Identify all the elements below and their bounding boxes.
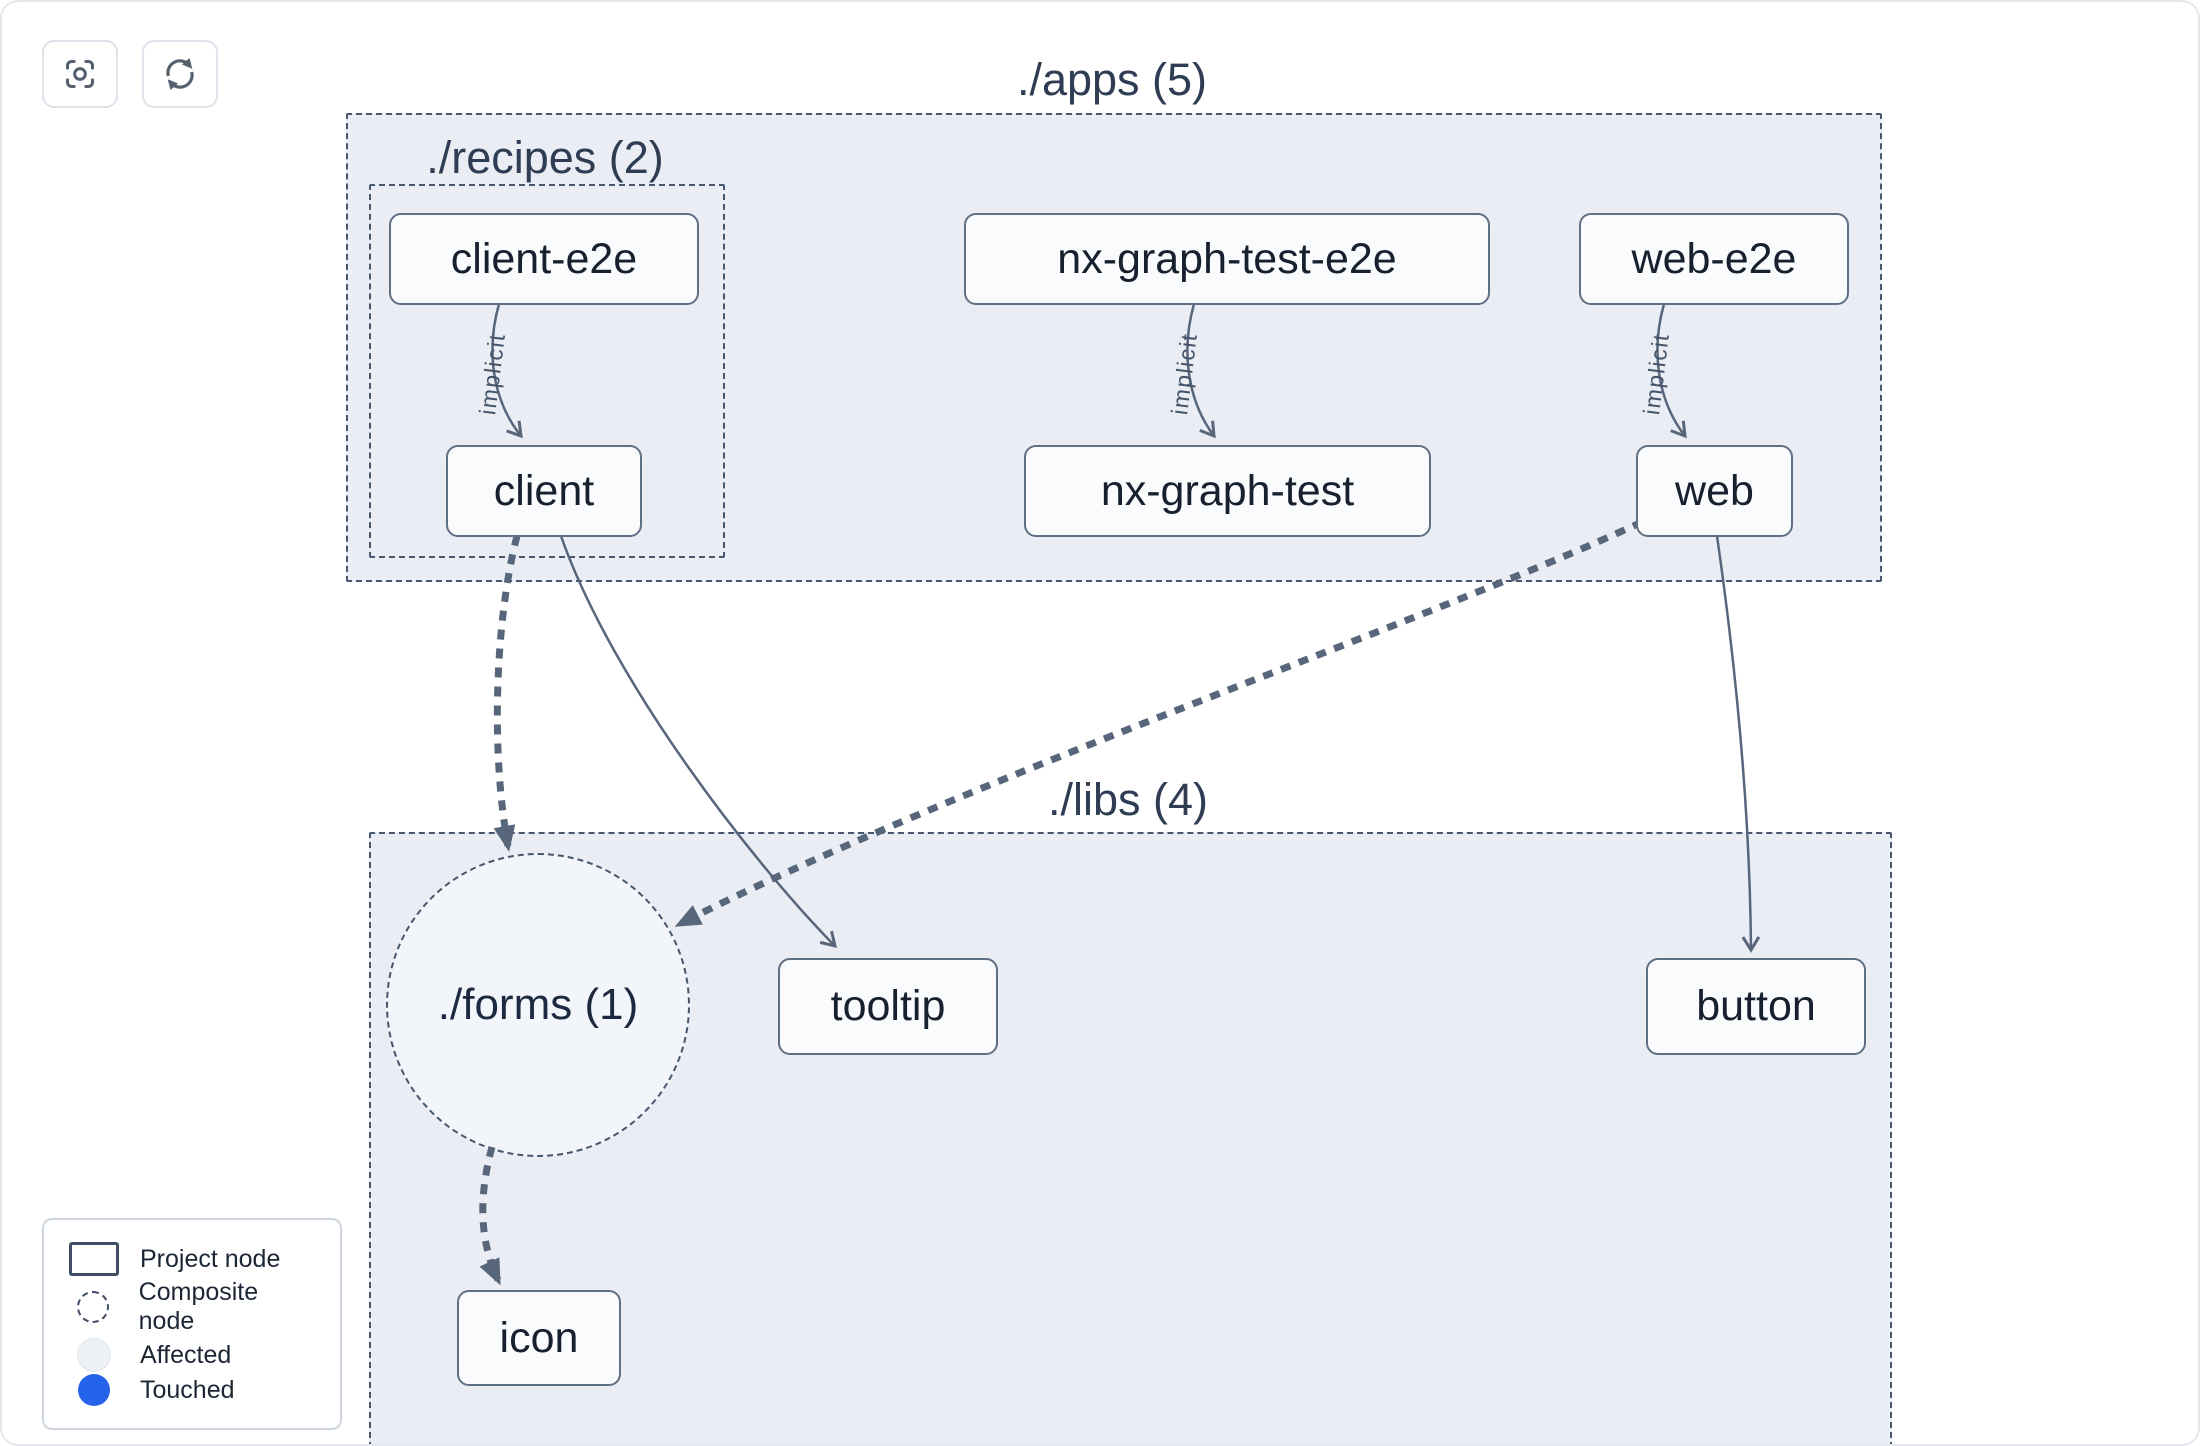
node-client-e2e[interactable]: client-e2e (389, 213, 699, 305)
group-apps-label[interactable]: ./apps (5) (1016, 54, 1208, 105)
node-web-e2e-label: web-e2e (1631, 234, 1797, 283)
node-client-label: client (493, 466, 595, 515)
legend-label: Project node (140, 1244, 281, 1273)
affected-circle-icon (68, 1338, 120, 1372)
node-nx-graph-test-e2e[interactable]: nx-graph-test-e2e (964, 213, 1490, 305)
legend-item-affected: Affected (68, 1338, 316, 1372)
node-icon-label: icon (499, 1313, 579, 1362)
node-nx-graph-test-label: nx-graph-test (1100, 466, 1355, 515)
legend-item-composite-node: Composite node (68, 1278, 316, 1336)
scan-focus-icon (66, 60, 94, 88)
group-libs-label[interactable]: ./libs (4) (1047, 774, 1209, 825)
node-nx-graph-test[interactable]: nx-graph-test (1024, 445, 1431, 537)
refresh-icon (166, 57, 194, 91)
touched-circle-icon (68, 1374, 120, 1406)
composite-node-forms-label: ./forms (1) (437, 980, 639, 1029)
edge-client-to-forms (493, 535, 521, 852)
node-web[interactable]: web (1636, 445, 1793, 537)
legend-item-touched: Touched (68, 1374, 316, 1406)
node-tooltip-label: tooltip (830, 982, 946, 1030)
legend-label: Affected (140, 1340, 232, 1369)
composite-node-forms[interactable]: ./forms (1) (386, 853, 690, 1157)
rect-outline-icon (68, 1242, 120, 1276)
dashed-circle-icon (68, 1291, 119, 1323)
node-client-e2e-label: client-e2e (450, 234, 638, 283)
group-recipes-label[interactable]: ./recipes (2) (426, 132, 664, 183)
node-button[interactable]: button (1646, 958, 1866, 1055)
legend: Project node Composite node Affected Tou… (42, 1218, 342, 1430)
node-web-e2e[interactable]: web-e2e (1579, 213, 1849, 305)
node-nx-graph-test-e2e-label: nx-graph-test-e2e (1057, 234, 1397, 283)
legend-item-project-node: Project node (68, 1242, 316, 1276)
node-tooltip[interactable]: tooltip (778, 958, 998, 1055)
node-client[interactable]: client (446, 445, 642, 537)
legend-label: Composite node (138, 1278, 259, 1335)
refresh-button[interactable] (142, 40, 218, 108)
node-icon[interactable]: icon (457, 1290, 621, 1386)
node-button-label: button (1696, 982, 1816, 1030)
node-web-label: web (1675, 466, 1754, 515)
legend-label: Touched (140, 1375, 235, 1404)
focus-button[interactable] (42, 40, 118, 108)
